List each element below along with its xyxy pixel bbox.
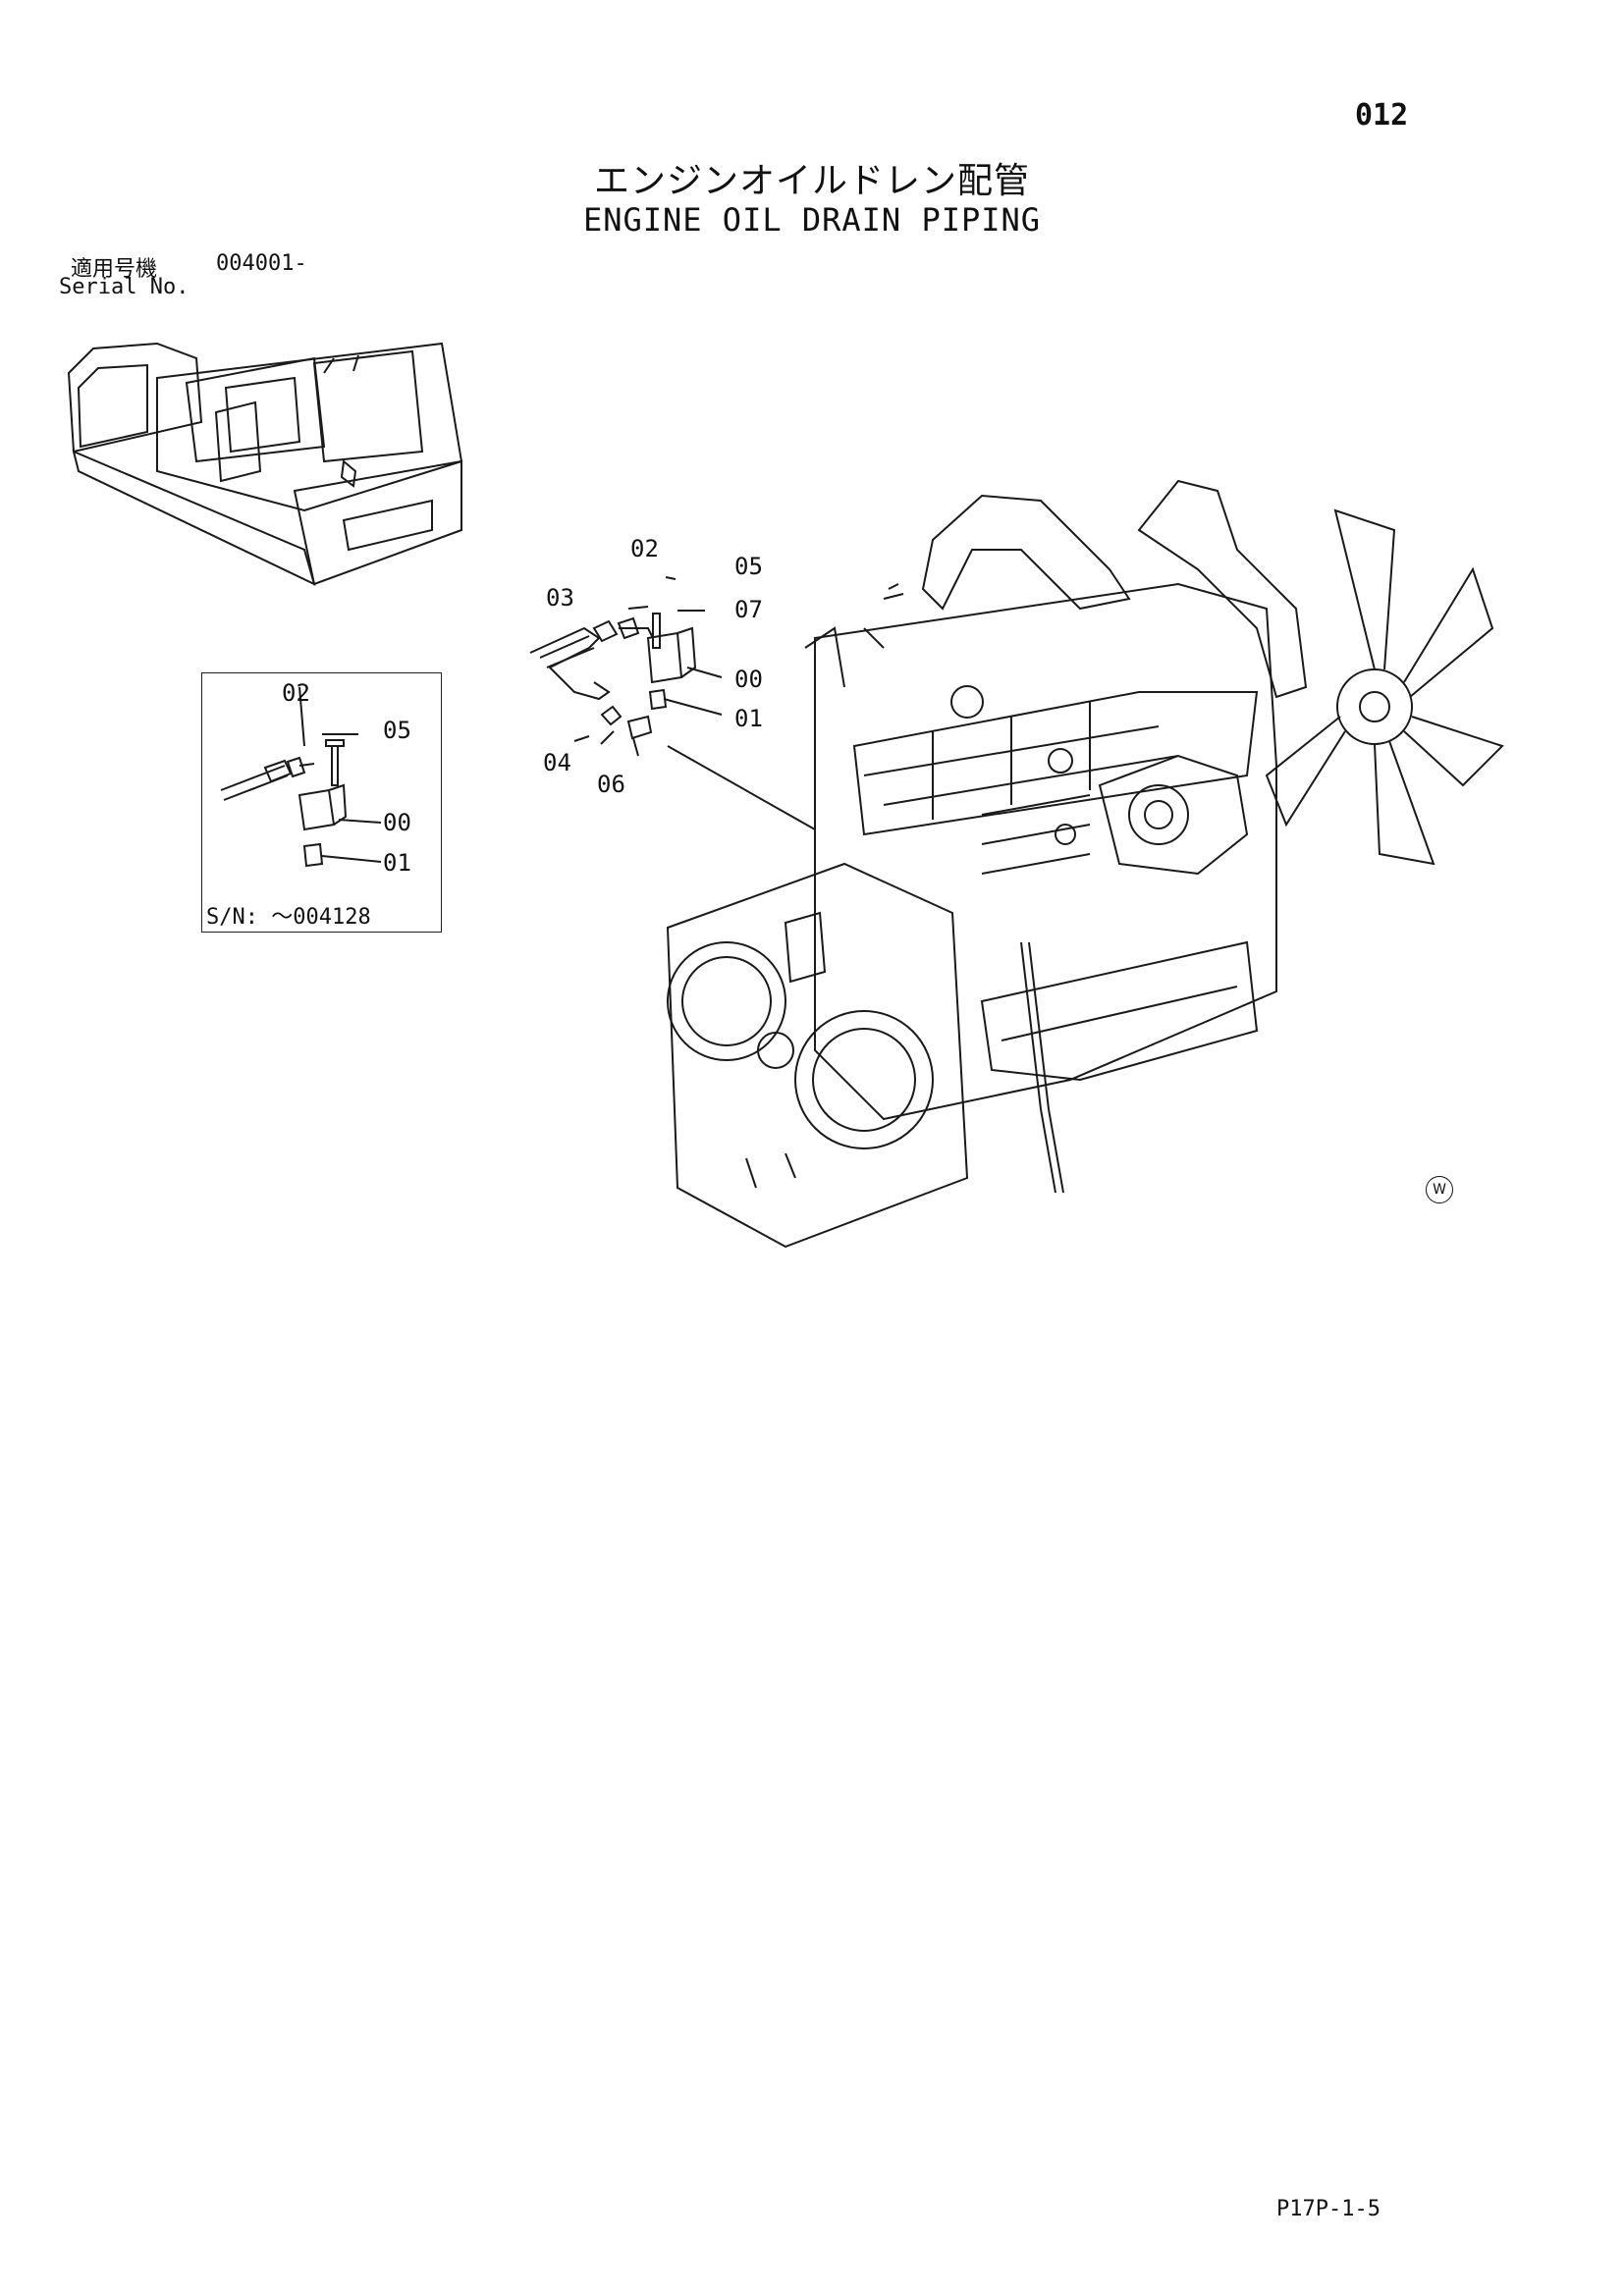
callout-07: 07	[734, 596, 763, 623]
footer-code: P17P-1-5	[1276, 2197, 1380, 2221]
inset-callout-00: 00	[383, 809, 411, 836]
inset-callout-01: 01	[383, 849, 411, 877]
callout-01: 01	[734, 705, 763, 732]
drain-parts-drawing	[529, 576, 723, 757]
inset-box	[201, 672, 442, 933]
inset-callout-02: 02	[282, 679, 310, 707]
title-english: ENGINE OIL DRAIN PIPING	[582, 201, 1042, 239]
callout-04: 04	[543, 749, 571, 776]
inset-serial-note: S/N: ～004128	[206, 905, 371, 930]
serial-label-japanese: 適用号機	[71, 257, 158, 282]
serial-value: 004001-	[216, 251, 307, 276]
callout-02: 02	[630, 535, 659, 562]
serial-label-english: Serial No.	[59, 275, 189, 299]
inset-callout-05: 05	[383, 717, 411, 744]
engine-drawing	[619, 479, 1504, 1249]
cooling-fan	[1265, 508, 1504, 866]
callout-06: 06	[597, 771, 625, 798]
callout-05: 05	[734, 553, 763, 580]
title-japanese: エンジンオイルドレン配管	[593, 161, 1030, 201]
callout-03: 03	[546, 584, 574, 612]
excavator-overview-drawing	[67, 342, 463, 586]
w-mark-icon: W	[1426, 1176, 1453, 1203]
page-number: 012	[1355, 98, 1409, 133]
callout-00: 00	[734, 666, 763, 693]
inset-detail-drawing	[220, 686, 382, 868]
